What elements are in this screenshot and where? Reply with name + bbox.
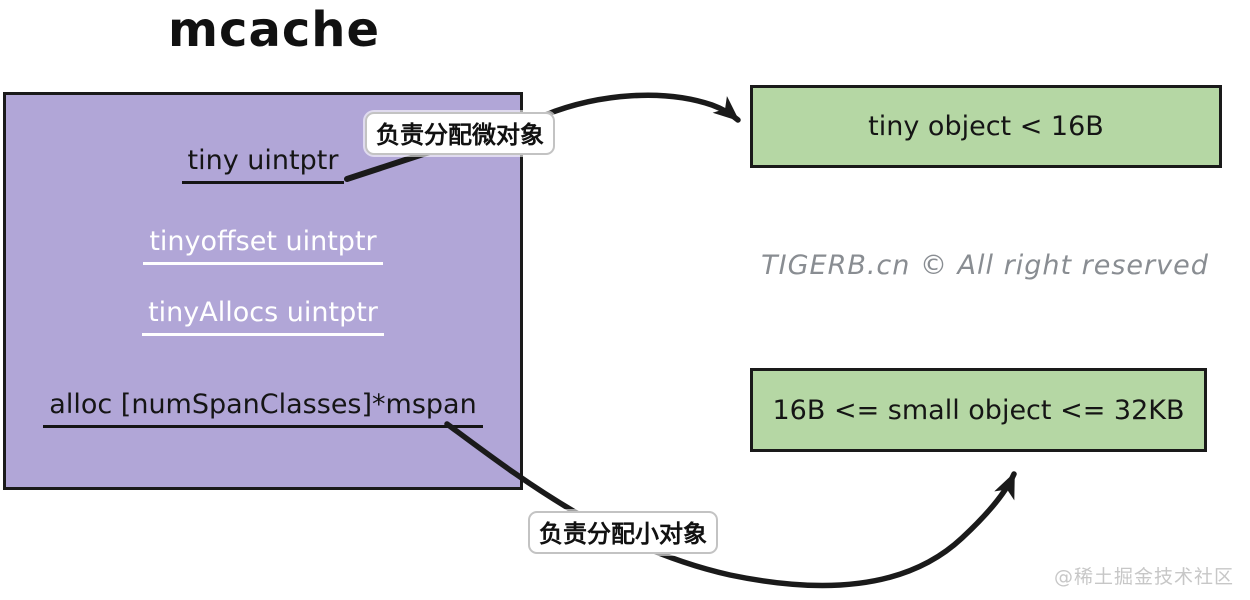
struct-field-tinyoffset-label: tinyoffset uintptr <box>143 227 383 265</box>
struct-field-tinyallocs: tinyAllocs uintptr <box>6 298 520 336</box>
tiny-object-box: tiny object < 16B <box>750 85 1222 168</box>
struct-field-tiny-label: tiny uintptr <box>181 146 345 184</box>
tiny-arrow <box>542 92 741 123</box>
small-annotation-label: 负责分配小对象 <box>528 511 718 554</box>
tiny-annotation-label: 负责分配微对象 <box>365 112 555 155</box>
diagram-title: mcache <box>167 2 381 58</box>
struct-field-tinyoffset: tinyoffset uintptr <box>6 227 520 265</box>
juejin-watermark: @稀土掘金技术社区 <box>1053 566 1234 588</box>
struct-field-alloc-label: alloc [numSpanClasses]*mspan <box>43 390 483 428</box>
struct-field-tiny: tiny uintptr <box>6 146 520 184</box>
tigerb-watermark: TIGERB.cn © All right reserved <box>761 250 1209 281</box>
small-object-box: 16B <= small object <= 32KB <box>750 368 1207 452</box>
struct-field-tinyallocs-label: tinyAllocs uintptr <box>142 298 384 336</box>
struct-field-alloc: alloc [numSpanClasses]*mspan <box>6 390 520 428</box>
